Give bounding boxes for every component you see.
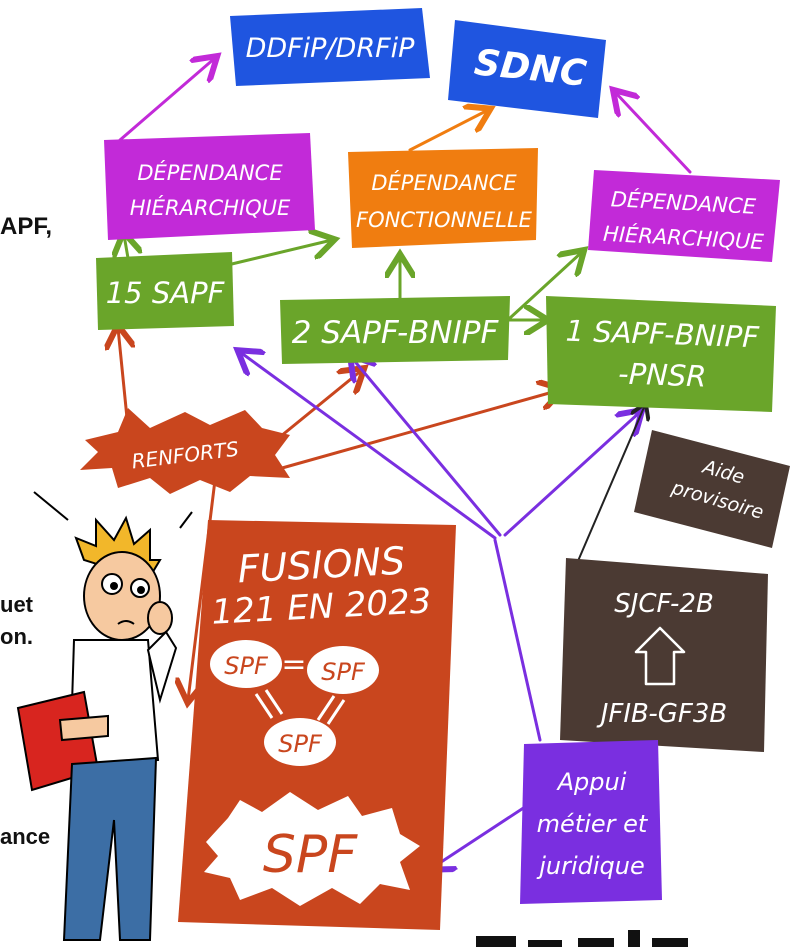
stress-mark-right [179, 511, 193, 529]
spf-burst [204, 792, 420, 906]
sapf-bnipf-pnsr-line1: 1 SAPF-BNIPF [565, 314, 761, 355]
sjcf-label: SJCF-2B [614, 589, 714, 619]
spf-right-label: SPF [321, 658, 366, 686]
equal-diag-left-b [264, 689, 284, 715]
dep-hier-left-line1: DÉPENDANCE [137, 160, 283, 185]
stress-mark-left [33, 491, 69, 521]
arrow-dephier-right-to-sdnc [615, 92, 692, 174]
double-up-arrow-icon [634, 626, 686, 686]
sapf-bnipf-box: 2 SAPF-BNIPF [280, 296, 510, 364]
head [83, 551, 161, 641]
bottom-cut-glyph-3 [578, 938, 614, 947]
equals-sign: = [281, 647, 306, 682]
arrow-appui-to-spf [432, 803, 530, 868]
fusions-title: FUSIONS [237, 539, 407, 592]
appui-box: Appui métier et juridique [520, 740, 662, 904]
dep-hier-left-line2: HIÉRARCHIQUE [130, 195, 291, 220]
arrow-2sapf-to-dephier-right [508, 252, 582, 320]
spf-oval-bottom [264, 718, 336, 766]
arrow-aide-to-1sapf [574, 405, 645, 569]
arrow-purple-up-from-appui [493, 538, 542, 742]
spf-bottom-label: SPF [278, 730, 323, 758]
ddfip-label: DDFiP/DRFiP [246, 33, 416, 64]
cut-text-3: on. [0, 624, 33, 649]
sapf15-label: 15 SAPF [106, 276, 226, 310]
arrows [118, 58, 692, 868]
bottom-cut-glyph-2 [528, 940, 562, 947]
bottom-cut-glyph-5 [652, 938, 688, 947]
dep-fonc-line1: DÉPENDANCE [371, 170, 517, 195]
dep-hier-left-box: DÉPENDANCE HIÉRARCHIQUE [104, 133, 315, 240]
fusions-panel: FUSIONS 121 EN 2023 SPF = SPF SPF SPF [178, 520, 456, 930]
renforts-burst: RENFORTS [80, 408, 290, 494]
cropped-background-text: APF, uet on. ance [0, 213, 688, 947]
arrow-purple-to-2sapf [352, 358, 502, 537]
jeans [62, 756, 158, 941]
arrow-purple-to-1sapf [503, 412, 640, 537]
appui-line3: juridique [536, 852, 645, 880]
appui-line2: métier et [537, 810, 649, 838]
equal-diag-right-a [316, 695, 336, 721]
arrow-dephier-left-to-ddfip [118, 58, 215, 142]
spf-left-label: SPF [224, 652, 269, 680]
equal-diag-right-b [326, 699, 346, 725]
spf-big-label: SPF [263, 825, 358, 885]
bottom-cut-glyph-1 [476, 936, 516, 947]
bottom-cut-glyph-4 [628, 930, 640, 947]
sjcf-jfib-box: SJCF-2B JFIB-GF3B [560, 558, 768, 752]
arrow-depfonc-to-sdnc [408, 110, 488, 152]
sapf-bnipf-pnsr-line2: -PNSR [618, 356, 707, 393]
cut-text-4: ance [0, 824, 50, 849]
sdnc-box: SDNC [448, 20, 606, 118]
dep-fonc-line2: FONCTIONNELLE [356, 208, 533, 232]
spf-oval-right [307, 646, 379, 694]
cut-text-2: uet [0, 592, 34, 617]
hand [147, 601, 173, 635]
arrow-renforts-to-15sapf [118, 328, 127, 420]
aide-provisoire-box: Aide provisoire [634, 430, 790, 548]
worried-man-illustration [16, 491, 193, 941]
cut-text-1: APF, [0, 213, 52, 240]
arrow-15sapf-to-depfonc [213, 240, 332, 270]
arrow-renforts-to-1sapf [273, 390, 560, 472]
arrow-purple-to-15sapf [240, 352, 497, 540]
jfib-label: JFIB-GF3B [596, 699, 728, 729]
appui-line1: Appui [556, 768, 627, 796]
ddfip-box: DDFiP/DRFiP [230, 8, 430, 86]
spf-oval-left [210, 640, 282, 688]
sapf15-box: 15 SAPF [96, 252, 234, 330]
dep-hier-right-box: DÉPENDANCE HIÉRARCHIQUE [588, 170, 780, 262]
sapf-bnipf-label: 2 SAPF-BNIPF [292, 315, 500, 351]
dep-fonc-box: DÉPENDANCE FONCTIONNELLE [348, 148, 538, 248]
arrow-renforts-to-man [188, 478, 217, 700]
sapf-bnipf-pnsr-box: 1 SAPF-BNIPF -PNSR [546, 296, 776, 412]
equal-diag-left-a [254, 693, 274, 719]
